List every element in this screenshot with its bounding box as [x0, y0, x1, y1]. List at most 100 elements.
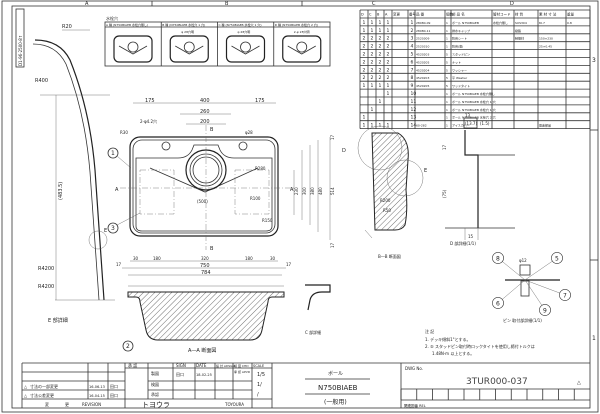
zone-label: A — [85, 1, 89, 7]
variant-note: φ 28穴明 — [181, 29, 194, 34]
section-mark: B — [210, 246, 214, 252]
table-cell: 1 — [379, 20, 382, 26]
model-number: N750BIAEB — [318, 384, 358, 392]
sign-value: 田口 — [176, 372, 184, 377]
d-label: (75) — [442, 189, 447, 198]
table-cell: 2 — [387, 59, 390, 65]
table-cell: 防音シート — [452, 36, 467, 41]
table-cell: 1 — [363, 20, 366, 26]
table-cell: 4520205 — [416, 84, 429, 88]
table-header: 材 質 — [515, 12, 524, 17]
zone-label: D — [510, 1, 514, 7]
note-line: 1.48N·m 以上とする。 — [432, 350, 474, 356]
table-cell: 3 — [411, 36, 414, 42]
zone-label: 1 — [592, 335, 596, 342]
balloon: 3 — [111, 225, 115, 232]
balloon-number: 8 — [496, 256, 500, 263]
table-cell: 4520203 — [416, 76, 429, 80]
table-cell: 樹脂 — [515, 28, 521, 33]
table-cell: 関連部品 — [539, 123, 551, 128]
profile-label: R400 — [35, 78, 48, 84]
role-label: 検図 — [151, 381, 159, 387]
table-cell: 水栓穴無し — [493, 20, 508, 25]
table-cell: 1 — [387, 28, 390, 34]
side-strip-text: D1-96-2500-8↑ — [18, 35, 23, 66]
variant-note: 2-φ 28穴明 — [294, 29, 310, 34]
header-label: 検 図 CHD — [234, 363, 249, 368]
table-cell: 28080-09 — [416, 21, 431, 25]
table-cell: ナット — [452, 59, 461, 64]
dim-label: 30 — [133, 256, 139, 261]
table-cell: 10 — [411, 91, 417, 97]
table-cell: 1 — [379, 99, 382, 105]
table-cell: 1 — [387, 83, 390, 89]
table-cell: 1 — [446, 124, 448, 128]
table-cell: 2 — [371, 36, 374, 42]
plan-label: (500) — [197, 199, 208, 204]
section-mark: B — [210, 127, 214, 133]
balloon — [492, 252, 504, 264]
detail-c: C 部詳細 — [305, 284, 331, 335]
d-label: 15 — [468, 234, 474, 239]
dim-label: 400 — [200, 98, 210, 104]
table-header: 番号 — [409, 12, 417, 17]
table-header: 部 品 名 — [452, 12, 465, 17]
table-cell: ボール N750BIAEB 水栓穴 1 穴 — [452, 107, 496, 112]
plan-label: φ28 — [245, 130, 253, 135]
table-cell: 5 — [446, 68, 448, 72]
table-cell: 28080-11 — [416, 29, 431, 33]
variant-note: φ 28穴明 — [238, 29, 251, 34]
section-aa: 2 A―A 断面図 — [122, 285, 285, 354]
table-cell: 2 — [363, 52, 366, 58]
header-label: 承 認 APVD — [234, 369, 251, 374]
table-cell: 2 — [371, 59, 374, 65]
table-cell: 2 — [387, 44, 390, 50]
table-cell: 1 — [379, 83, 382, 89]
role-label: 承認 — [151, 391, 159, 397]
table-cell: スタッドピン — [452, 52, 470, 57]
scale-label: SCALE — [253, 364, 264, 368]
date-label: DATE — [196, 363, 207, 368]
table-header: A — [385, 13, 388, 17]
revision-mark: △ — [24, 384, 28, 389]
variant-label: A 種 (N750BIAEB 水栓穴無し) — [106, 22, 148, 27]
d-label: 17 — [442, 144, 447, 150]
table-cell: 2 — [379, 36, 382, 42]
table-cell: 1 — [363, 115, 366, 121]
table-cell: 0.8 — [567, 21, 572, 25]
bb-label: E — [424, 168, 427, 174]
table-cell: 2 — [363, 75, 366, 81]
table-cell: 5 — [446, 84, 448, 88]
table-cell: 1 — [446, 37, 448, 41]
table-cell: 14 — [411, 123, 417, 129]
variant-label: C 種 (N750BIAEB 水栓穴 1 穴) — [219, 22, 262, 27]
table-cell: 1 — [363, 123, 366, 129]
zone-label: B — [225, 1, 229, 7]
table-cell: 1 — [371, 20, 374, 26]
section-mark: A — [290, 187, 294, 193]
dim-label: 175 — [255, 98, 265, 104]
table-cell: 2 — [379, 67, 382, 73]
table-cell: 4 — [411, 44, 414, 50]
table-cell: SUS304 — [515, 21, 527, 25]
table-cell: 1 — [363, 83, 366, 89]
revision-text: 寸法の一部変更 — [30, 383, 58, 389]
dim-label: 750 — [200, 263, 210, 269]
scale-value: / — [257, 392, 259, 398]
table-cell: 防音(底) — [452, 44, 463, 49]
approval-label: 承 認 — [128, 362, 137, 368]
table-cell: 1 — [446, 92, 448, 96]
table-cell: 2 — [387, 36, 390, 42]
table-cell: 9 — [411, 83, 414, 89]
table-cell: アイスカバー — [452, 123, 470, 128]
balloon-number: 7 — [563, 293, 567, 300]
revision-text: 寸法公差変更 — [30, 392, 54, 398]
plan-label: 2-φ4.2穴 — [140, 118, 157, 124]
table-cell: 7 — [411, 67, 414, 73]
revision-mark: △ — [24, 393, 28, 398]
dim-label: 17 — [330, 134, 335, 140]
dim-label: 230 — [294, 187, 299, 195]
